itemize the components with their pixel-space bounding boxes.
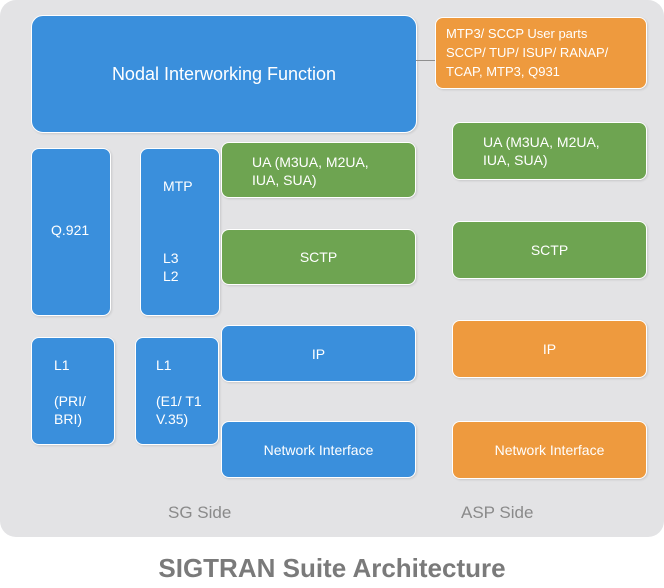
asp-sctp-label: SCTP (530, 242, 569, 258)
asp-ua-box: UA (M3UA, M2UA, IUA, SUA) (452, 122, 647, 180)
connector-line (416, 60, 436, 61)
sg-ua-label: UA (M3UA, M2UA, IUA, SUA) (252, 154, 369, 188)
asp-ip-label: IP (542, 341, 557, 357)
sg-network-interface-label: Network Interface (263, 441, 374, 458)
mtp-l3-l2-label: L3 L2 (163, 250, 179, 284)
sg-side-label: SG Side (168, 503, 232, 522)
asp-sctp-box: SCTP (452, 221, 647, 279)
l1-pri-bri-box: L1 (PRI/ BRI) (31, 337, 115, 445)
l1-e1-t1-box: L1 (E1/ T1 V.35) (135, 337, 219, 445)
asp-network-interface-label: Network Interface (494, 442, 605, 458)
sg-ip-box: IP (221, 325, 416, 382)
nodal-interworking-function-box: Nodal Interworking Function (31, 15, 417, 133)
mtp-box: MTP L3 L2 (140, 148, 220, 316)
asp-ua-label: UA (M3UA, M2UA, IUA, SUA) (483, 134, 600, 168)
q921-box: Q.921 (31, 148, 111, 316)
mtp-label: MTP (163, 178, 193, 194)
nodal-interworking-function-label: Nodal Interworking Function (111, 64, 337, 84)
user-parts-label: MTP3/ SCCP User parts SCCP/ TUP/ ISUP/ R… (446, 26, 609, 79)
sg-sctp-label: SCTP (299, 249, 338, 265)
sg-sctp-box: SCTP (221, 229, 416, 285)
diagram-title: SIGTRAN Suite Architecture (158, 553, 506, 583)
sg-network-interface-box: Network Interface (221, 421, 416, 478)
user-parts-box: MTP3/ SCCP User parts SCCP/ TUP/ ISUP/ R… (435, 17, 647, 89)
sg-ua-box: UA (M3UA, M2UA, IUA, SUA) (221, 142, 416, 198)
l1-pri-bri-label: L1 (PRI/ BRI) (54, 357, 86, 427)
asp-network-interface-box: Network Interface (452, 421, 647, 479)
asp-side-label: ASP Side (461, 503, 534, 522)
asp-ip-box: IP (452, 320, 647, 378)
sg-ip-label: IP (311, 345, 326, 362)
l1-e1-t1-label: L1 (E1/ T1 V.35) (156, 357, 202, 427)
q921-label: Q.921 (51, 222, 90, 238)
